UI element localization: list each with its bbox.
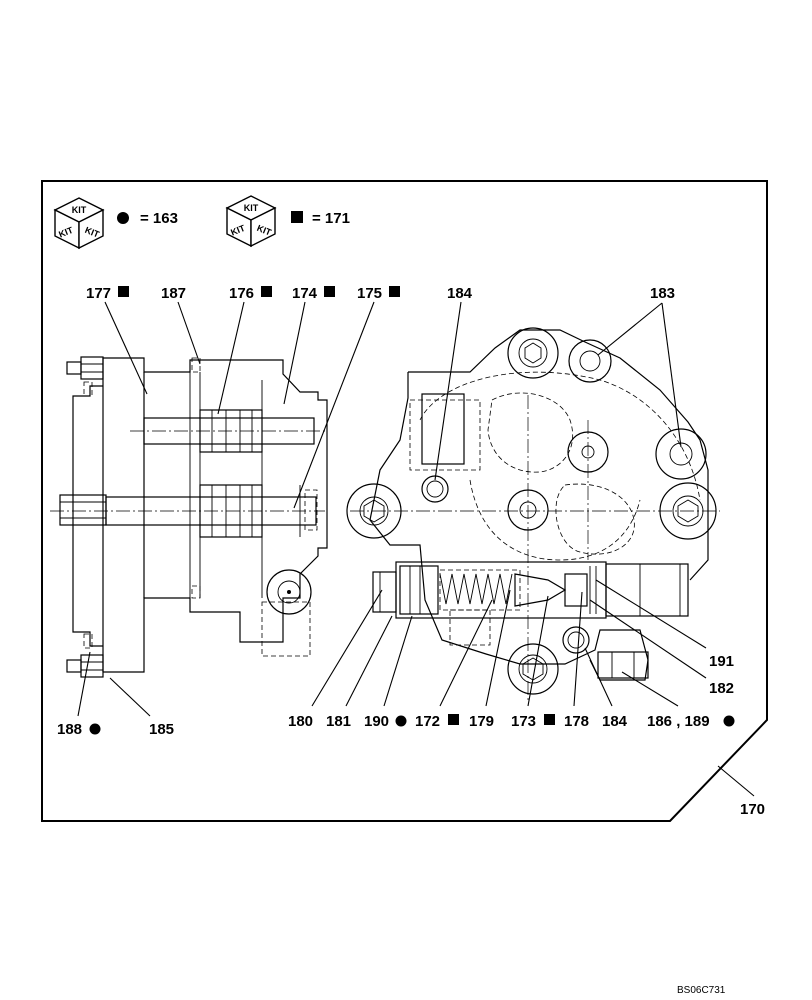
circle-marker (395, 715, 407, 727)
label-174: 174 (292, 285, 318, 302)
label-172: 172 (415, 713, 440, 730)
kit-text-top: KIT (72, 205, 87, 215)
square-marker (389, 286, 400, 297)
pump-side-view (50, 356, 328, 678)
label-173: 173 (511, 713, 536, 730)
callout-labels: 177 187 176 174 175 184 183 191 182 188 … (57, 285, 765, 818)
kit-cube-icon: KIT KIT KIT (53, 197, 105, 250)
circle-kit-number: = 163 (140, 210, 178, 227)
pump-front-view (346, 327, 720, 700)
circle-marker (723, 715, 735, 727)
label-181: 181 (326, 713, 351, 730)
label-184-bottom: 184 (602, 713, 628, 730)
square-marker (118, 286, 129, 297)
label-170: 170 (740, 801, 765, 818)
kit-text-top: KIT (244, 203, 259, 213)
label-191: 191 (709, 653, 734, 670)
kit-legend-square: KIT KIT KIT = 171 (225, 195, 350, 248)
kit-legend-circle: KIT KIT KIT = 163 (53, 197, 178, 250)
label-180: 180 (288, 713, 313, 730)
square-kit-number: = 171 (312, 210, 350, 227)
square-marker (324, 286, 335, 297)
circle-marker (89, 723, 101, 735)
label-182: 182 (709, 680, 734, 697)
circle-symbol (117, 212, 129, 224)
square-marker (261, 286, 272, 297)
label-188: 188 (57, 721, 82, 738)
label-183: 183 (650, 285, 675, 302)
label-186-189: 186 , 189 (647, 713, 710, 730)
label-176: 176 (229, 285, 254, 302)
kit-cube-icon: KIT KIT KIT (225, 195, 277, 248)
square-marker (448, 714, 459, 725)
label-187: 187 (161, 285, 186, 302)
square-symbol (291, 211, 303, 223)
label-190: 190 (364, 713, 389, 730)
square-marker (544, 714, 555, 725)
label-177: 177 (86, 285, 111, 302)
label-179: 179 (469, 713, 494, 730)
leader-lines (77, 301, 755, 797)
assembly-frame (41, 180, 768, 822)
label-178: 178 (564, 713, 589, 730)
image-code: BS06C731 (677, 985, 726, 996)
label-184-top: 184 (447, 285, 473, 302)
label-175: 175 (357, 285, 382, 302)
label-185: 185 (149, 721, 174, 738)
